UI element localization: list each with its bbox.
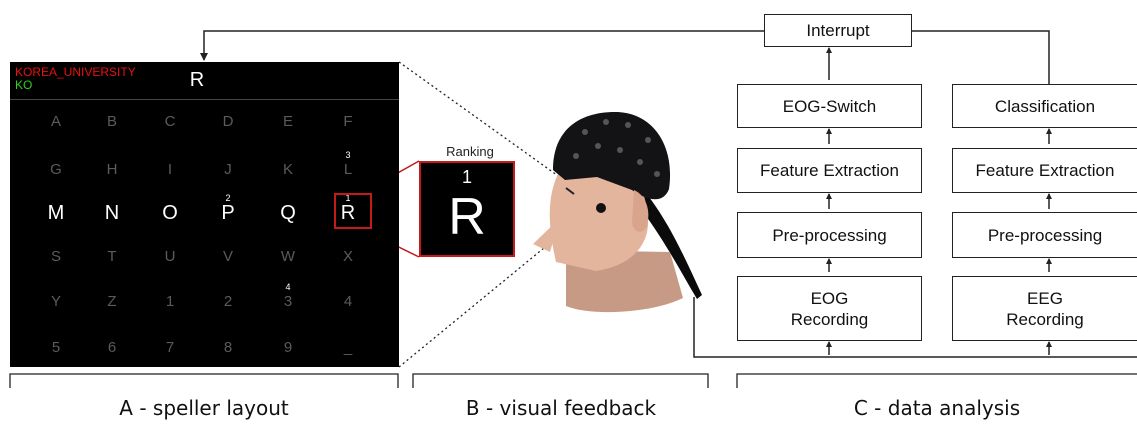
ranking-letter: R <box>448 188 486 246</box>
speller-key: 7 <box>165 339 175 356</box>
caption-visual-feedback: B - visual feedback <box>465 396 657 420</box>
speller-header: KOREA_UNIVERSITY KO R <box>10 62 399 100</box>
speller-key: A <box>50 113 61 130</box>
speller-institution-label: KOREA_UNIVERSITY <box>15 65 136 79</box>
speller-key: C <box>164 113 176 130</box>
rank-marker: 4 <box>285 282 291 292</box>
speller-key: I <box>167 161 173 178</box>
subject-head-illustration <box>533 111 702 313</box>
speller-key: D <box>222 113 234 130</box>
bracket-c <box>736 373 1137 388</box>
speller-key: E <box>282 113 293 130</box>
speller-key: J <box>224 161 232 178</box>
eeg-recording-box: EEG Recording <box>952 276 1137 341</box>
speller-key: 5 <box>51 339 61 356</box>
speller-key: 6 <box>107 339 117 356</box>
speller-key: B <box>106 113 117 130</box>
rank-marker: 3 <box>345 150 351 160</box>
speller-key: V <box>222 248 233 265</box>
speller-key: 1 <box>165 293 175 310</box>
speller-key: N <box>104 202 120 224</box>
speller-key: 8 <box>223 339 233 356</box>
caption-speller-layout: A - speller layout <box>119 396 289 420</box>
ranking-number: 1 <box>461 167 472 187</box>
classification-to-interrupt-line <box>912 30 1050 84</box>
speller-key: M <box>47 202 65 224</box>
classification-box: Classification <box>952 84 1137 128</box>
bracket-a <box>9 373 399 388</box>
speller-screen: KOREA_UNIVERSITY KO R A B C D E F G H I J K L M N O P Q R… <box>10 62 399 367</box>
eeg-preprocessing-box: Pre-processing <box>952 212 1137 258</box>
rank-marker: 1 <box>345 193 351 203</box>
selected-cell-highlight <box>334 193 372 229</box>
speller-key: 3 <box>283 293 293 310</box>
speller-key: 9 <box>283 339 293 356</box>
ranking-label: Ranking <box>446 144 494 159</box>
eog-feature-extraction-box: Feature Extraction <box>737 148 922 193</box>
speller-key: L <box>343 161 353 178</box>
speller-key: G <box>50 161 62 178</box>
speller-user-label: KO <box>15 78 33 92</box>
speller-key: T <box>107 248 117 265</box>
speller-key: _ <box>343 339 353 356</box>
speller-key: W <box>280 248 296 265</box>
speller-key: 4 <box>343 293 353 310</box>
signal-bus-line <box>693 297 1137 358</box>
eog-recording-box: EOG Recording <box>737 276 922 341</box>
speller-key: Y <box>50 293 61 310</box>
speller-key: X <box>342 248 353 265</box>
eog-switch-box: EOG-Switch <box>737 84 922 128</box>
speller-key: P <box>221 202 235 224</box>
speller-key: K <box>282 161 293 178</box>
speller-key: H <box>106 161 118 178</box>
rank-marker: 2 <box>225 193 231 203</box>
speller-key: U <box>164 248 176 265</box>
speller-key: R <box>340 202 356 224</box>
interrupt-box: Interrupt <box>764 14 912 47</box>
speller-typed-text: R <box>189 69 205 91</box>
speller-key: S <box>50 248 61 265</box>
speller-key: O <box>162 202 178 224</box>
bracket-b <box>412 373 709 388</box>
eog-preprocessing-box: Pre-processing <box>737 212 922 258</box>
eeg-feature-extraction-box: Feature Extraction <box>952 148 1137 193</box>
caption-data-analysis: C - data analysis <box>853 396 1021 420</box>
speller-key: Q <box>280 202 296 224</box>
interrupt-feedback-arrow <box>200 30 764 61</box>
speller-key: Z <box>107 293 117 310</box>
speller-key: 2 <box>223 293 233 310</box>
ranking-box: 1 R <box>419 161 515 257</box>
speller-key: F <box>343 113 353 130</box>
